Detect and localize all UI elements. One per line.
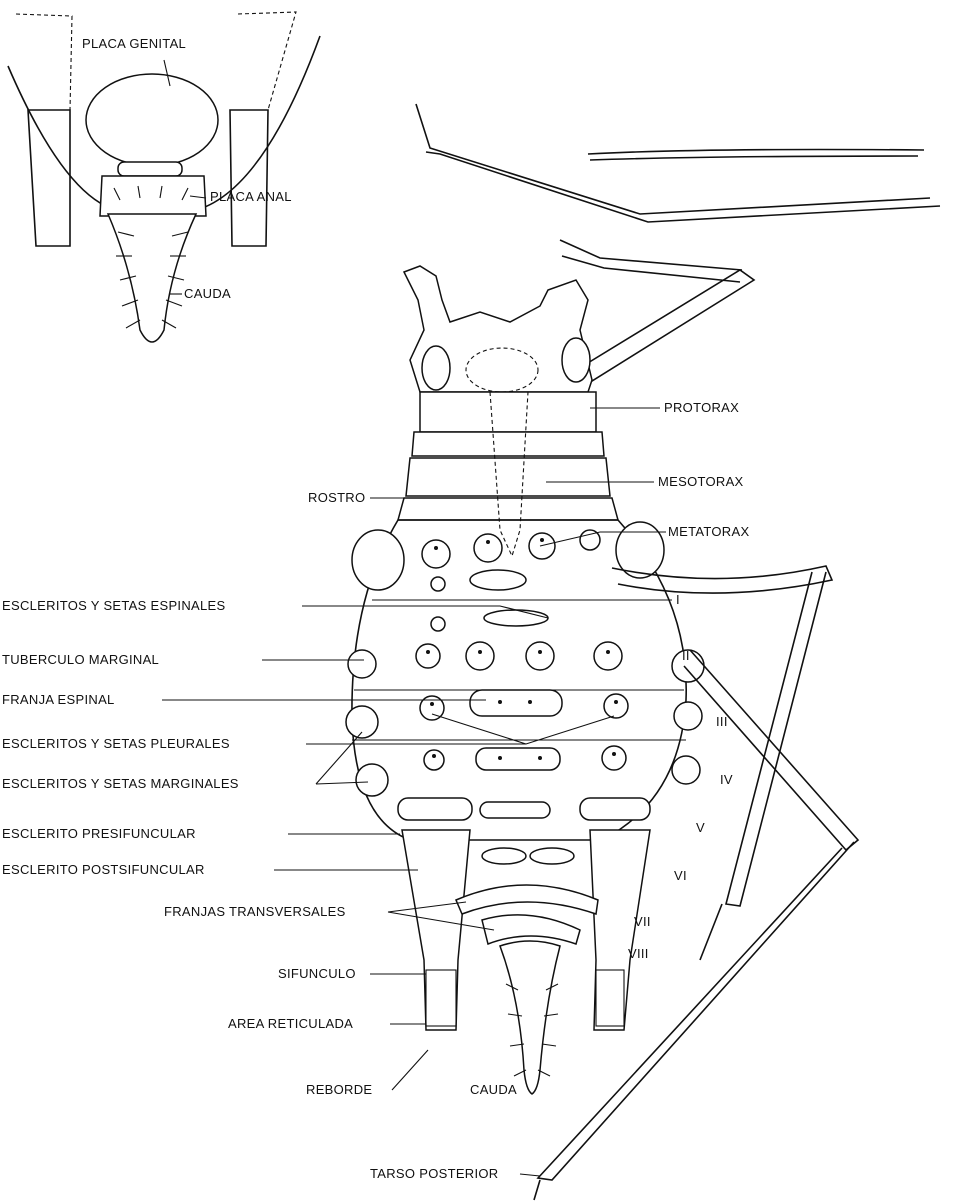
segment-label: IV: [720, 772, 733, 787]
label-esclerito-postsifuncular: ESCLERITO POSTSIFUNCULAR: [2, 862, 205, 877]
segment-label: I: [676, 592, 680, 607]
segment-label: III: [716, 714, 728, 729]
label-tarso-posterior: TARSO POSTERIOR: [370, 1166, 499, 1181]
transverse-band-vii: [456, 885, 598, 914]
label-reborde: REBORDE: [306, 1082, 372, 1097]
label-franja-espinal: FRANJA ESPINAL: [2, 692, 115, 707]
segment-label: VI: [674, 868, 687, 883]
protorax-segment: [420, 392, 596, 432]
mesotorax-segment: [406, 458, 610, 496]
metatorax-segment: [398, 498, 618, 520]
label-area-reticulada: AREA RETICULADA: [228, 1016, 353, 1031]
label-escleritos-pleurales: ESCLERITOS Y SETAS PLEURALES: [2, 736, 230, 751]
label-placa-anal: PLACA ANAL: [210, 189, 292, 204]
genital-plate: [86, 74, 218, 166]
inset-right-siphunculus: [230, 110, 268, 246]
mid-leg: [684, 650, 858, 850]
left-siphunculus: [402, 830, 470, 1030]
label-cauda-main: CAUDA: [470, 1082, 517, 1097]
label-metatorax: METATORAX: [668, 524, 749, 539]
antenna-detached: [588, 150, 924, 155]
label-sifunculo: SIFUNCULO: [278, 966, 356, 981]
transverse-band-viii: [482, 915, 580, 944]
label-escleritos-marginales: ESCLERITOS Y SETAS MARGINALES: [2, 776, 239, 791]
right-eye: [562, 338, 590, 382]
label-protorax: PROTORAX: [664, 400, 739, 415]
label-placa-genital: PLACA GENITAL: [82, 36, 186, 51]
leader-lines: [162, 408, 666, 1176]
label-cauda-inset: CAUDA: [184, 286, 231, 301]
label-tuberculo-marginal: TUBERCULO MARGINAL: [2, 652, 159, 667]
left-eye: [422, 346, 450, 390]
marginal-tubercle: [348, 650, 376, 678]
segment-label: VIII: [628, 946, 649, 961]
right-siphunculus: [590, 830, 650, 1030]
hind-leg-tibia: [538, 842, 854, 1180]
label-mesotorax: MESOTORAX: [658, 474, 744, 489]
main-cauda: [500, 941, 560, 1094]
inset-posterior-end: PLACA GENITAL PLACA ANAL CAUDA: [8, 12, 320, 342]
antenna-right: [416, 104, 930, 214]
aphid-body: [346, 104, 940, 1200]
inset-left-siphunculus: [28, 110, 70, 246]
segment-label: VII: [634, 914, 651, 929]
label-franjas-transversales: FRANJAS TRANSVERSALES: [164, 904, 346, 919]
segment-label: V: [696, 820, 705, 835]
label-esclerito-presifuncular: ESCLERITO PRESIFUNCULAR: [2, 826, 196, 841]
label-rostro: ROSTRO: [308, 490, 365, 505]
label-escleritos-espinales: ESCLERITOS Y SETAS ESPINALES: [2, 598, 226, 613]
segment-label: II: [682, 648, 690, 663]
